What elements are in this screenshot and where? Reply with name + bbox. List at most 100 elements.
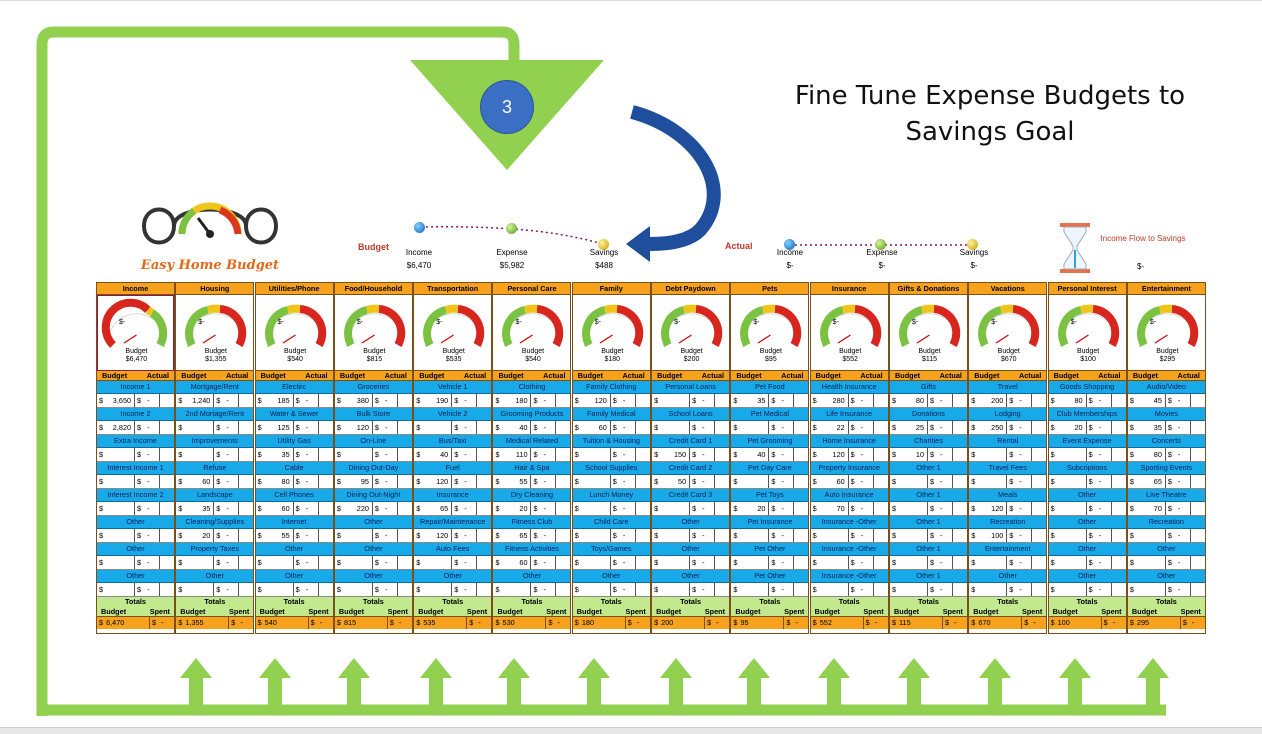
budget-cell[interactable]: $40 bbox=[414, 448, 453, 461]
budget-cell[interactable]: $- bbox=[969, 448, 1008, 461]
budget-cell[interactable]: $110 bbox=[493, 448, 532, 461]
budget-cell[interactable]: $- bbox=[1049, 556, 1087, 569]
actual-cell[interactable]: $- bbox=[214, 394, 240, 407]
budget-cell[interactable]: $50 bbox=[652, 475, 691, 488]
actual-cell[interactable]: $- bbox=[611, 502, 636, 515]
actual-cell[interactable]: $- bbox=[135, 502, 160, 515]
budget-cell[interactable]: $65 bbox=[493, 529, 532, 542]
budget-cell[interactable]: $95 bbox=[335, 475, 373, 488]
budget-cell[interactable]: $- bbox=[493, 583, 532, 596]
budget-cell[interactable]: $40 bbox=[731, 448, 770, 461]
actual-cell[interactable]: $- bbox=[373, 556, 398, 569]
budget-cell[interactable]: $- bbox=[176, 556, 215, 569]
budget-cell[interactable]: $- bbox=[414, 583, 453, 596]
budget-cell[interactable]: $100 bbox=[969, 529, 1008, 542]
budget-cell[interactable]: $- bbox=[890, 475, 928, 488]
actual-cell[interactable]: $- bbox=[214, 583, 240, 596]
actual-cell[interactable]: $- bbox=[531, 583, 557, 596]
actual-cell[interactable]: $- bbox=[531, 421, 557, 434]
budget-cell[interactable]: $- bbox=[652, 583, 691, 596]
actual-cell[interactable]: $- bbox=[294, 421, 319, 434]
budget-cell[interactable]: $- bbox=[97, 448, 135, 461]
budget-cell[interactable]: $220 bbox=[335, 502, 373, 515]
budget-cell[interactable]: $35 bbox=[256, 448, 294, 461]
budget-cell[interactable]: $- bbox=[1049, 529, 1087, 542]
budget-cell[interactable]: $80 bbox=[1049, 394, 1087, 407]
actual-cell[interactable]: $- bbox=[294, 502, 319, 515]
actual-cell[interactable]: $- bbox=[1166, 448, 1191, 461]
budget-cell[interactable]: $- bbox=[97, 556, 135, 569]
budget-cell[interactable]: $- bbox=[811, 583, 849, 596]
actual-cell[interactable]: $- bbox=[1166, 556, 1191, 569]
actual-cell[interactable]: $- bbox=[690, 421, 716, 434]
actual-cell[interactable]: $- bbox=[1007, 475, 1033, 488]
budget-cell[interactable]: $- bbox=[176, 421, 215, 434]
budget-cell[interactable]: $120 bbox=[969, 502, 1008, 515]
actual-cell[interactable]: $- bbox=[849, 421, 874, 434]
actual-cell[interactable]: $- bbox=[135, 556, 160, 569]
actual-cell[interactable]: $- bbox=[928, 583, 953, 596]
actual-cell[interactable]: $- bbox=[452, 475, 478, 488]
budget-cell[interactable]: $20 bbox=[176, 529, 215, 542]
budget-cell[interactable]: $60 bbox=[573, 421, 611, 434]
budget-cell[interactable]: $- bbox=[573, 529, 611, 542]
budget-cell[interactable]: $- bbox=[97, 475, 135, 488]
budget-cell[interactable]: $80 bbox=[890, 394, 928, 407]
actual-cell[interactable]: $- bbox=[294, 475, 319, 488]
budget-cell[interactable]: $- bbox=[97, 529, 135, 542]
budget-cell[interactable]: $55 bbox=[256, 529, 294, 542]
actual-cell[interactable]: $- bbox=[214, 421, 240, 434]
budget-cell[interactable]: $- bbox=[811, 529, 849, 542]
actual-cell[interactable]: $- bbox=[849, 394, 874, 407]
actual-cell[interactable]: $- bbox=[1007, 583, 1033, 596]
budget-cell[interactable]: $200 bbox=[969, 394, 1008, 407]
actual-cell[interactable]: $- bbox=[769, 583, 795, 596]
actual-cell[interactable]: $- bbox=[531, 475, 557, 488]
budget-cell[interactable]: $55 bbox=[493, 475, 532, 488]
budget-cell[interactable]: $22 bbox=[811, 421, 849, 434]
budget-cell[interactable]: $- bbox=[731, 529, 770, 542]
actual-cell[interactable]: $- bbox=[452, 421, 478, 434]
actual-cell[interactable]: $- bbox=[135, 529, 160, 542]
actual-cell[interactable]: $- bbox=[849, 583, 874, 596]
budget-cell[interactable]: $- bbox=[335, 529, 373, 542]
budget-cell[interactable]: $35 bbox=[176, 502, 215, 515]
actual-cell[interactable]: $- bbox=[690, 502, 716, 515]
budget-cell[interactable]: $- bbox=[731, 421, 770, 434]
budget-cell[interactable]: $- bbox=[890, 502, 928, 515]
budget-cell[interactable]: $- bbox=[97, 502, 135, 515]
actual-cell[interactable]: $- bbox=[1166, 475, 1191, 488]
actual-cell[interactable]: $- bbox=[611, 421, 636, 434]
budget-cell[interactable]: $60 bbox=[256, 502, 294, 515]
actual-cell[interactable]: $- bbox=[611, 529, 636, 542]
actual-cell[interactable]: $- bbox=[1007, 448, 1033, 461]
actual-cell[interactable]: $- bbox=[214, 556, 240, 569]
budget-cell[interactable]: $- bbox=[811, 556, 849, 569]
actual-cell[interactable]: $- bbox=[294, 448, 319, 461]
budget-cell[interactable]: $- bbox=[731, 556, 770, 569]
budget-cell[interactable]: $250 bbox=[969, 421, 1008, 434]
actual-cell[interactable]: $- bbox=[531, 502, 557, 515]
actual-cell[interactable]: $- bbox=[135, 394, 160, 407]
actual-cell[interactable]: $- bbox=[690, 475, 716, 488]
actual-cell[interactable]: $- bbox=[452, 502, 478, 515]
actual-cell[interactable]: $- bbox=[928, 448, 953, 461]
actual-cell[interactable]: $- bbox=[611, 556, 636, 569]
budget-cell[interactable]: $120 bbox=[414, 529, 453, 542]
budget-cell[interactable]: $35 bbox=[1128, 421, 1166, 434]
actual-cell[interactable]: $- bbox=[1166, 502, 1191, 515]
budget-cell[interactable]: $2,820 bbox=[97, 421, 135, 434]
actual-cell[interactable]: $- bbox=[769, 556, 795, 569]
actual-cell[interactable]: $- bbox=[690, 448, 716, 461]
actual-cell[interactable]: $- bbox=[928, 502, 953, 515]
budget-cell[interactable]: $- bbox=[573, 475, 611, 488]
budget-cell[interactable]: $- bbox=[652, 502, 691, 515]
budget-cell[interactable]: $120 bbox=[414, 475, 453, 488]
budget-cell[interactable]: $- bbox=[1049, 502, 1087, 515]
budget-cell[interactable]: $- bbox=[335, 583, 373, 596]
budget-cell[interactable]: $45 bbox=[1128, 394, 1166, 407]
budget-cell[interactable]: $- bbox=[573, 556, 611, 569]
budget-cell[interactable]: $- bbox=[414, 556, 453, 569]
actual-cell[interactable]: $- bbox=[1007, 394, 1033, 407]
actual-cell[interactable]: $- bbox=[928, 394, 953, 407]
